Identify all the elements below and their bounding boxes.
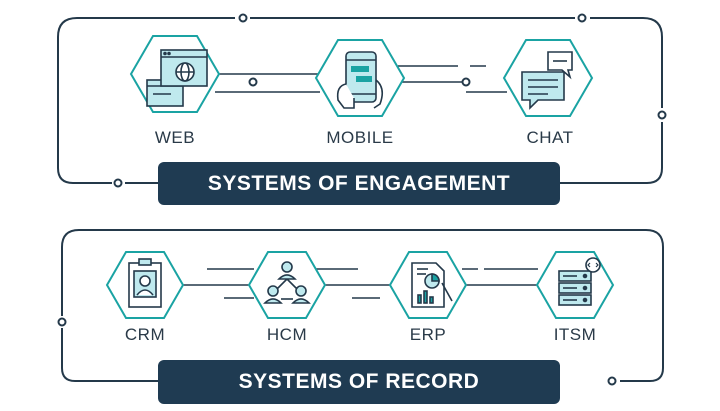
- label-erp: ERP: [409, 325, 447, 344]
- hex-crm: [105, 251, 185, 319]
- hex-erp: [388, 251, 468, 319]
- record-banner: SYSTEMS OF RECORD: [158, 360, 560, 404]
- label-chat: CHAT: [526, 128, 574, 147]
- label-web: WEB: [154, 128, 196, 147]
- hex-hcm: [247, 251, 327, 319]
- label-hcm: HCM: [266, 325, 308, 344]
- record-frame: [61, 229, 664, 382]
- label-mobile: MOBILE: [326, 128, 394, 147]
- contact-card-icon: [128, 258, 162, 308]
- label-itsm: ITSM: [553, 325, 597, 344]
- chat-bubbles-icon: [521, 51, 573, 110]
- hex-chat: [502, 39, 594, 117]
- engagement-frame: [57, 17, 663, 184]
- engagement-banner: SYSTEMS OF ENGAGEMENT: [158, 162, 560, 205]
- hex-itsm: [535, 251, 615, 319]
- server-stack-icon: [558, 257, 601, 306]
- report-document-icon: [411, 262, 453, 308]
- people-network-icon: [263, 261, 311, 304]
- label-crm: CRM: [124, 325, 166, 344]
- hex-mobile: [314, 39, 406, 117]
- hex-web: [129, 35, 221, 113]
- mobile-phone-icon: [336, 51, 384, 109]
- web-browser-icon: [146, 49, 208, 107]
